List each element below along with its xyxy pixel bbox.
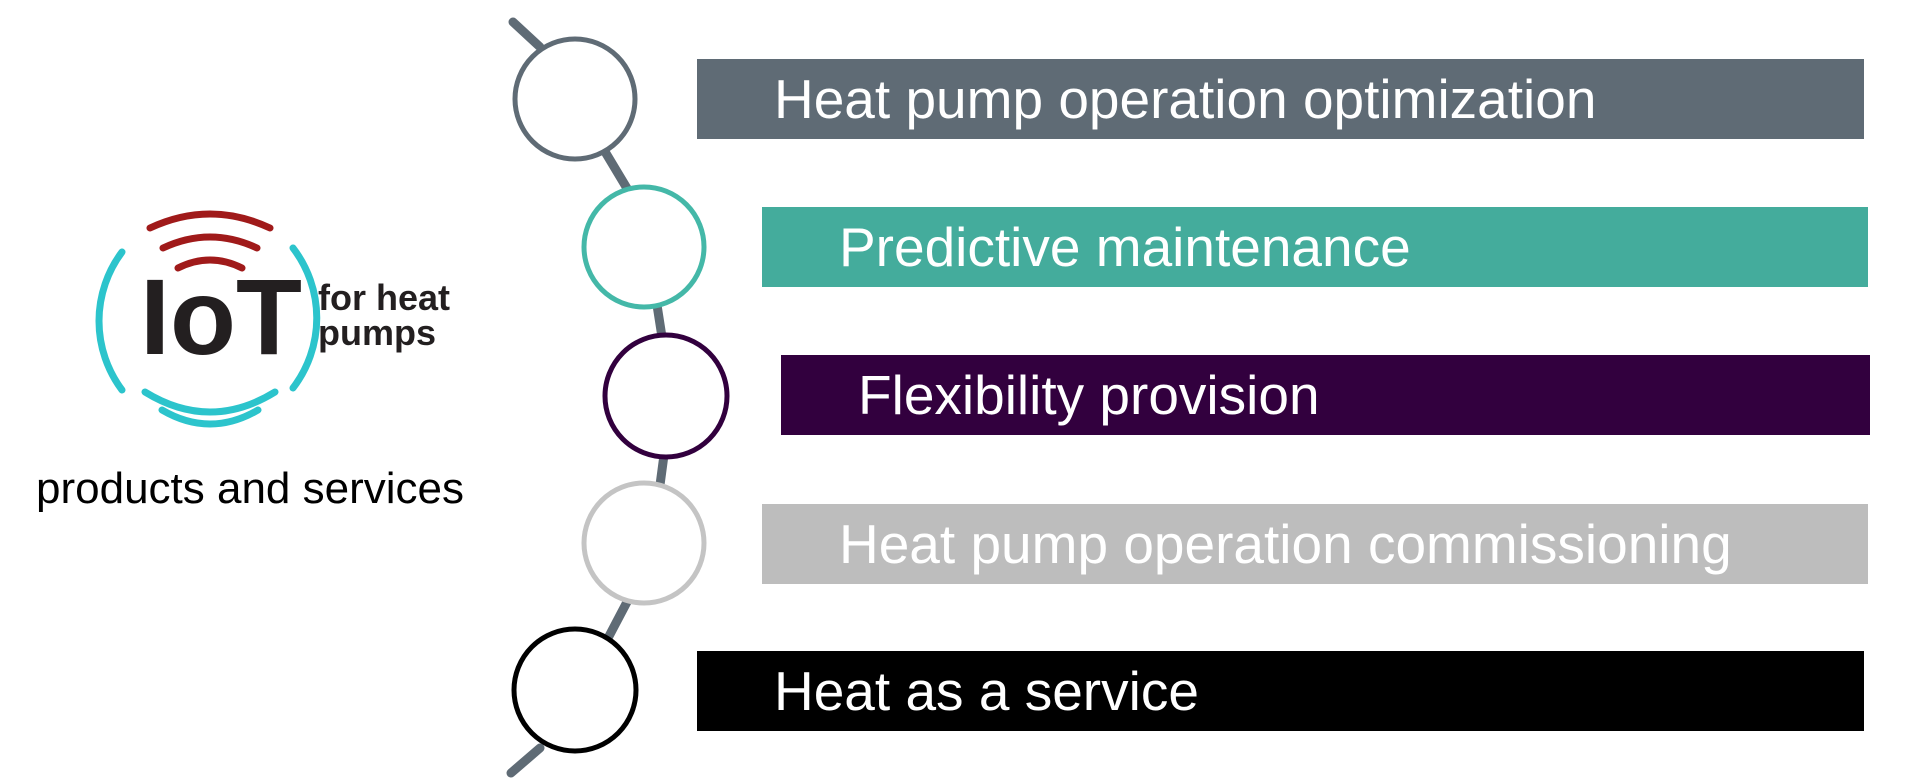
iot-logo: IoT for heat pumps [95, 210, 450, 428]
milestone-circle-4 [581, 480, 707, 606]
service-label-1: Heat pump operation optimization [774, 67, 1597, 130]
service-bar-5: Heat as a service [697, 651, 1864, 731]
milestone-circle-5 [511, 626, 639, 754]
milestone-circle-2 [581, 184, 707, 310]
service-label-3: Flexibility provision [858, 363, 1320, 426]
service-bar-1: Heat pump operation optimization [697, 59, 1864, 139]
spine-segment-top [508, 17, 545, 52]
spine-segment-1 [599, 145, 633, 195]
logo-subtitle-line2: pumps [318, 312, 436, 353]
logo-wordmark: IoT [140, 256, 302, 377]
timeline-spine [506, 17, 669, 778]
spine-segment-3 [655, 450, 669, 490]
spine-segment-2 [652, 300, 667, 342]
service-bar-2: Predictive maintenance [762, 207, 1868, 287]
service-bar-3: Flexibility provision [781, 355, 1870, 435]
service-label-5: Heat as a service [774, 659, 1199, 722]
wifi-waves-icon [146, 210, 274, 272]
milestone-circle-1 [512, 36, 638, 162]
spine-segment-bottom [506, 743, 545, 778]
logo-subtitle-line1: for heat [318, 277, 450, 318]
service-label-4: Heat pump operation commissioning [839, 512, 1732, 575]
milestone-circle-3 [602, 332, 730, 460]
service-label-2: Predictive maintenance [839, 215, 1411, 278]
service-bar-4: Heat pump operation commissioning [762, 504, 1868, 584]
logo-caption: products and services [36, 464, 464, 513]
spine-segment-4 [602, 597, 632, 645]
signal-ring-icon [95, 244, 321, 428]
